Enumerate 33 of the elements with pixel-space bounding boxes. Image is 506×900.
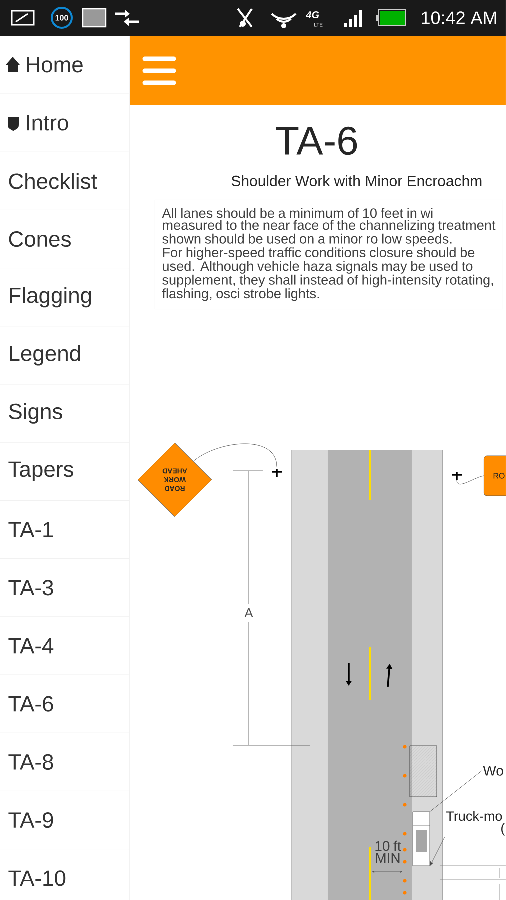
- callout-label: Truck-mo (: [446, 811, 506, 836]
- menu-item: TA-3: [8, 580, 54, 596]
- connector-line: [193, 444, 278, 467]
- network-label: 4G: [306, 11, 320, 19]
- truck-drawing: [412, 812, 430, 866]
- menu-item: TA-4: [8, 638, 54, 654]
- road-sign: RO: [484, 456, 506, 496]
- description-box: All lanes should be a minimum of 10 feet in wi measured to the near face of the channelizing treatment shown should be used on a minor ro low speeds. For higher-speed traffic conditions closure should be used. Although vehicle haza signals may be used to supplement, they shall instead of high-intensity rotating, flashing, osci strobe lights.: [155, 200, 504, 310]
- menu-item: Intro: [27, 115, 68, 131]
- menu-item: Legend: [10, 345, 80, 366]
- work-area: [410, 746, 438, 798]
- callout-label: Wo: [483, 766, 504, 776]
- menu-item: Cones: [9, 232, 71, 248]
- menu-item: Checklist: [9, 173, 98, 190]
- menu-item: TA-1: [8, 522, 54, 538]
- menu-item: Tapers: [8, 462, 74, 482]
- menu-item: Home: [27, 57, 83, 73]
- clock-time: 10:42 AM: [422, 12, 496, 24]
- menu-item: TA-10: [8, 870, 66, 886]
- menu-item: TA-9: [8, 812, 54, 828]
- page-title: TA-6: [276, 126, 358, 156]
- menu-item: Signs: [9, 403, 62, 424]
- dimension-label: A: [244, 608, 254, 618]
- badge-number: 100: [56, 15, 68, 21]
- sign-location-mark: [452, 471, 462, 480]
- connector-line: [456, 476, 484, 485]
- leader-line: [430, 836, 446, 866]
- menu-item: Flagging: [10, 287, 92, 308]
- menu-item: TA-6: [8, 696, 54, 712]
- menu-item: TA-8: [8, 754, 54, 770]
- leader-line: [430, 770, 482, 812]
- subtitle: Shoulder Work with Minor Encroachm: [232, 176, 482, 187]
- sign-location-mark: [272, 468, 282, 477]
